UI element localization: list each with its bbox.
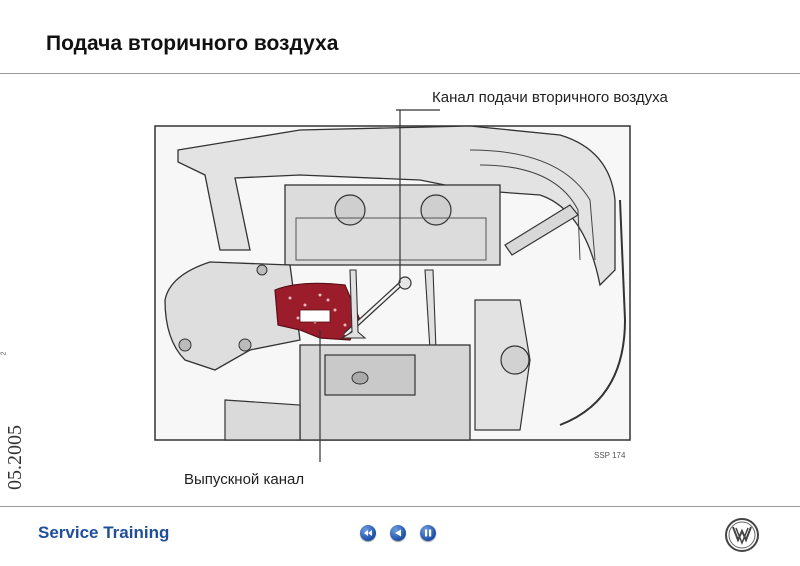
secondary-air-pipe — [559, 199, 627, 426]
rewind-icon[interactable] — [360, 525, 376, 541]
service-training-label: Service Training — [38, 523, 170, 542]
footer-divider — [0, 506, 800, 507]
intake-manifold — [177, 125, 616, 287]
label-exhaust-channel: Выпускной канал — [184, 471, 305, 488]
header-divider — [0, 73, 800, 74]
exhaust-manifold — [164, 261, 301, 371]
page-title: Подача вторичного воздуха — [46, 32, 339, 55]
vw-logo — [725, 518, 759, 552]
injector — [504, 204, 579, 256]
label-secondary-air-channel: Канал подачи вторичного воздуха — [432, 89, 668, 106]
cylinder-head — [284, 184, 501, 266]
back-icon[interactable] — [390, 525, 406, 541]
figure-code: SSP 174 — [594, 451, 626, 460]
camshaft-left — [334, 194, 366, 226]
piston — [324, 354, 416, 396]
exhaust-valve — [340, 269, 367, 339]
camshaft-right — [420, 194, 452, 226]
pause-icon[interactable] — [420, 525, 436, 541]
